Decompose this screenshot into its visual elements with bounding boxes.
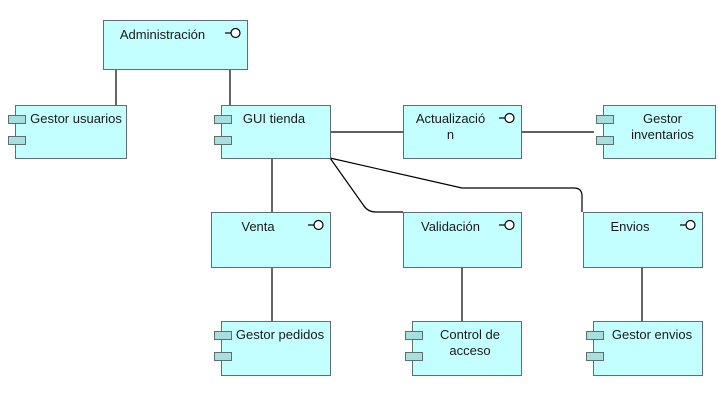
node-gestor-inventarios-label-line1: Gestor (642, 111, 682, 126)
component-tab-icon (214, 331, 232, 340)
edge-gui-envios (329, 157, 583, 212)
interface-lollipop-icon (308, 219, 324, 231)
component-tab-icon (8, 115, 26, 124)
node-control-acceso-label-line2: acceso (449, 343, 491, 358)
node-envios-label: Envios (610, 219, 650, 234)
node-gestor-pedidos-label: Gestor pedidos (235, 327, 325, 342)
node-envios[interactable]: Envios (583, 212, 703, 268)
node-venta-label: Venta (241, 219, 275, 234)
node-validacion[interactable]: Validación (403, 212, 522, 268)
component-tab-icon (214, 115, 232, 124)
interface-lollipop-icon (225, 27, 241, 39)
component-tab-icon (586, 331, 604, 340)
node-gestor-usuarios-label: Gestor usuarios (30, 111, 122, 126)
interface-lollipop-icon (680, 219, 696, 231)
interface-lollipop-icon (499, 112, 515, 124)
node-gestor-usuarios[interactable]: Gestor usuarios (8, 105, 127, 159)
node-actualizacion-label: Actualizació n (404, 111, 497, 143)
node-control-acceso-label-line1: Control de (440, 327, 500, 342)
node-actualizacion-label-line1: Actualizació (415, 111, 486, 126)
component-tab-icon (586, 352, 604, 361)
node-control-acceso-label: Control de acceso (419, 327, 521, 359)
component-tab-icon (214, 352, 232, 361)
node-control-acceso[interactable]: Control de acceso (405, 321, 522, 376)
node-gui-tienda-label: GUI tienda (242, 111, 306, 126)
node-gestor-inventarios[interactable]: Gestor inventarios (596, 105, 716, 159)
node-gui-tienda[interactable]: GUI tienda (214, 105, 331, 159)
node-administracion[interactable]: Administración (103, 20, 248, 70)
node-gestor-pedidos[interactable]: Gestor pedidos (214, 321, 331, 376)
node-administracion-label: Administración (119, 27, 206, 42)
component-tab-icon (405, 331, 423, 340)
node-venta[interactable]: Venta (211, 212, 331, 268)
component-tab-icon (8, 136, 26, 145)
node-validacion-label: Validación (420, 219, 481, 234)
component-tab-icon (596, 136, 614, 145)
node-gestor-inventarios-label: Gestor inventarios (610, 111, 715, 143)
node-actualizacion-label-line2: n (446, 127, 455, 142)
node-gestor-inventarios-label-line2: inventarios (631, 127, 694, 142)
edge-gui-validacion (329, 157, 403, 213)
component-tab-icon (596, 115, 614, 124)
node-gestor-envios[interactable]: Gestor envios (586, 321, 703, 376)
node-actualizacion[interactable]: Actualizació n (403, 105, 522, 159)
component-tab-icon (405, 352, 423, 361)
component-tab-icon (214, 136, 232, 145)
node-gestor-envios-label: Gestor envios (611, 327, 693, 342)
interface-lollipop-icon (499, 219, 515, 231)
